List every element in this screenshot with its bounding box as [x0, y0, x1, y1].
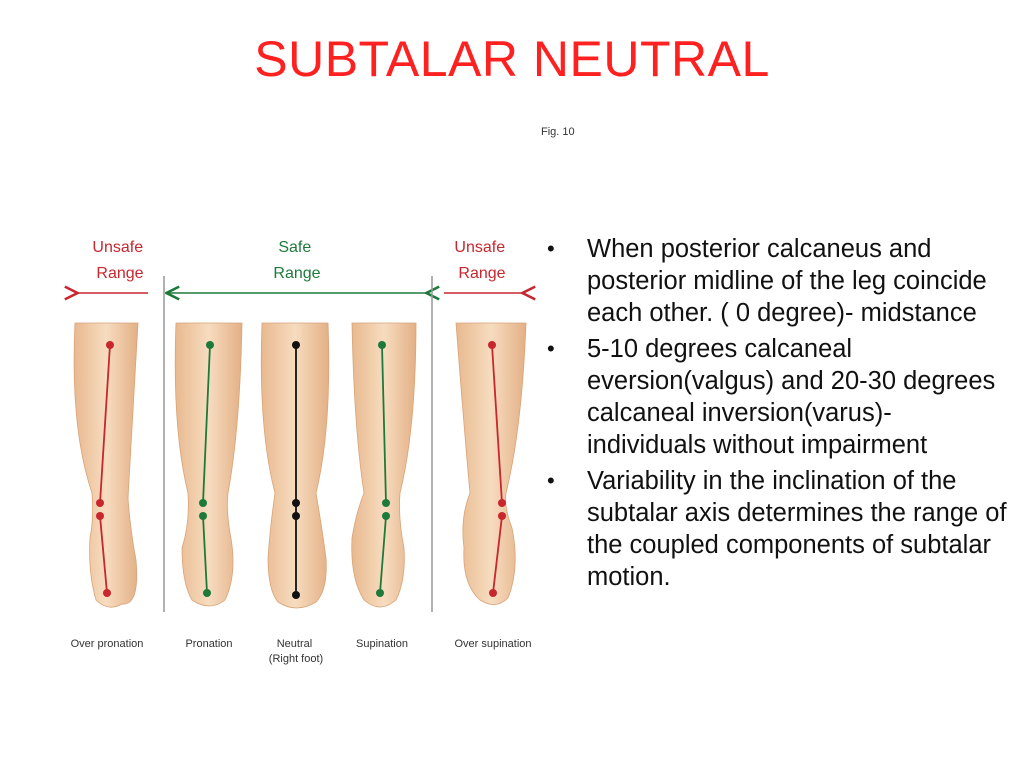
foot-alignment-figure: Unsafe Range Safe Range Unsafe Range — [60, 228, 540, 678]
bullet-text: Variability in the inclination of the su… — [587, 467, 1007, 591]
safe-range-label: Safe Range — [273, 239, 320, 282]
bullet-dot: • — [547, 236, 555, 261]
leg-neutral — [260, 322, 330, 609]
caption-over-supination: Over supination — [454, 638, 531, 650]
bullet-dot: • — [547, 336, 555, 361]
bullet-text: When posterior calcaneus and posterior m… — [587, 235, 987, 327]
leg-pronation — [174, 322, 243, 607]
unsafe-range-right-label: Unsafe Range — [454, 239, 509, 282]
bullet-item: • Variability in the inclination of the … — [545, 465, 1015, 593]
bullet-list: • When posterior calcaneus and posterior… — [545, 233, 1015, 597]
caption-supination: Supination — [356, 638, 408, 650]
slide-title: SUBTALAR NEUTRAL — [254, 31, 770, 87]
bullet-dot: • — [547, 468, 555, 493]
leg-over-supination — [455, 322, 527, 605]
bullet-item: • When posterior calcaneus and posterior… — [545, 233, 1015, 329]
leg-over-pronation — [73, 322, 139, 608]
caption-over-pronation: Over pronation — [71, 638, 144, 650]
bullet-text: 5-10 degrees calcaneal eversion(valgus) … — [587, 335, 996, 459]
figure-label: Fig. 10 — [541, 126, 575, 138]
caption-pronation: Pronation — [185, 638, 232, 650]
unsafe-range-left-label: Unsafe Range — [92, 239, 147, 282]
caption-neutral: Neutral (Right foot) — [269, 638, 323, 665]
leg-supination — [351, 322, 417, 608]
bullet-item: • 5-10 degrees calcaneal eversion(valgus… — [545, 333, 1015, 461]
